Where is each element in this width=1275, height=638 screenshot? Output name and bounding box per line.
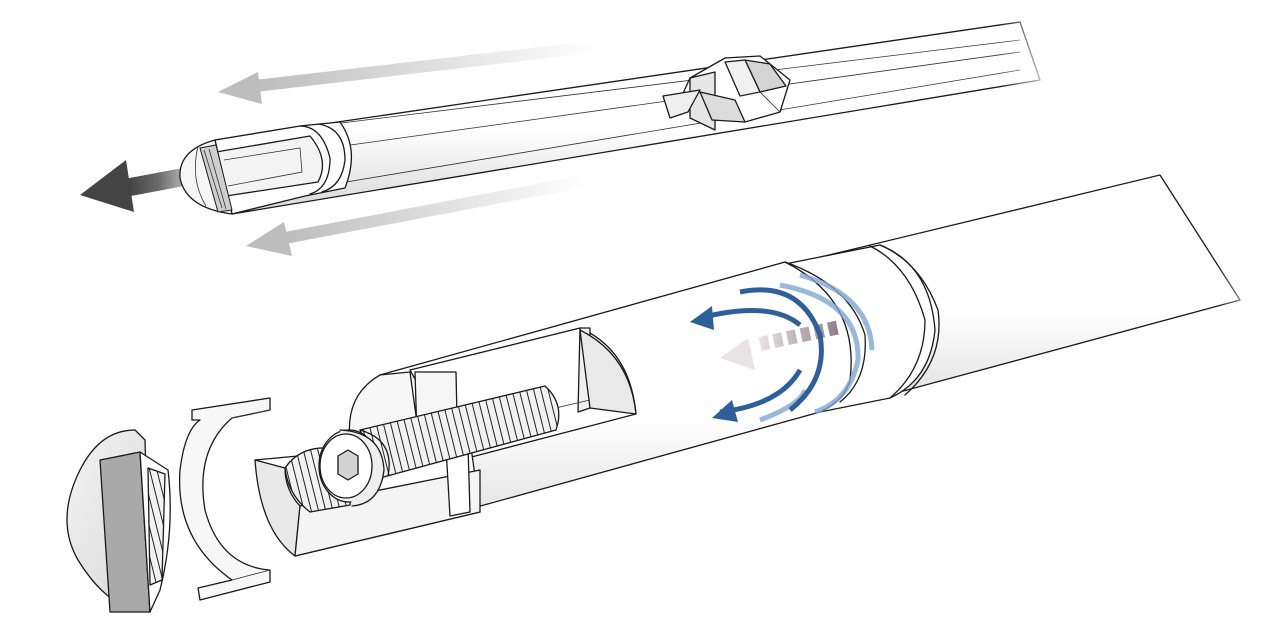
motion-arrow-top [218,40,601,104]
cap-screw [318,385,560,507]
motion-arrow-bottom [246,174,592,256]
end-cap [66,429,171,613]
upper-rod [179,0,1060,215]
rotation-arrow-head-bottom [712,400,738,422]
retaining-clip [178,397,271,601]
axial-arrow [720,320,842,370]
rotation-arrows [690,272,875,423]
rotation-arrow-head-top [690,306,714,330]
